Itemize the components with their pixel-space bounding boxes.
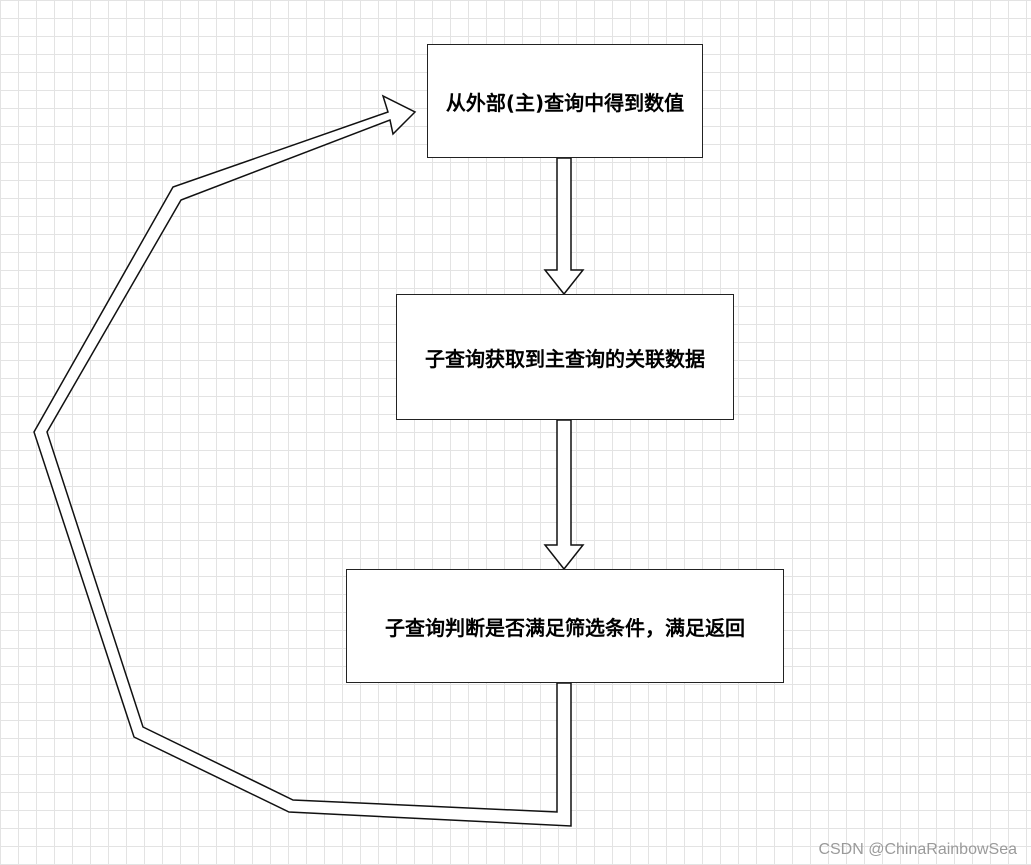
arrow-get-to-fetch [543, 157, 585, 296]
arrow-fetch-to-check [543, 419, 585, 571]
node-label: 子查询判断是否满足筛选条件，满足返回 [385, 615, 745, 640]
node-fetch-related: 子查询获取到主查询的关联数据 [396, 294, 734, 420]
watermark: CSDN @ChinaRainbowSea [818, 841, 1017, 858]
node-label: 子查询获取到主查询的关联数据 [425, 346, 705, 371]
arrow-loop-check-to-get [33, 94, 572, 827]
node-label: 从外部(主)查询中得到数值 [445, 90, 685, 115]
node-get-value: 从外部(主)查询中得到数值 [427, 44, 703, 158]
node-check-condition: 子查询判断是否满足筛选条件，满足返回 [346, 569, 784, 683]
